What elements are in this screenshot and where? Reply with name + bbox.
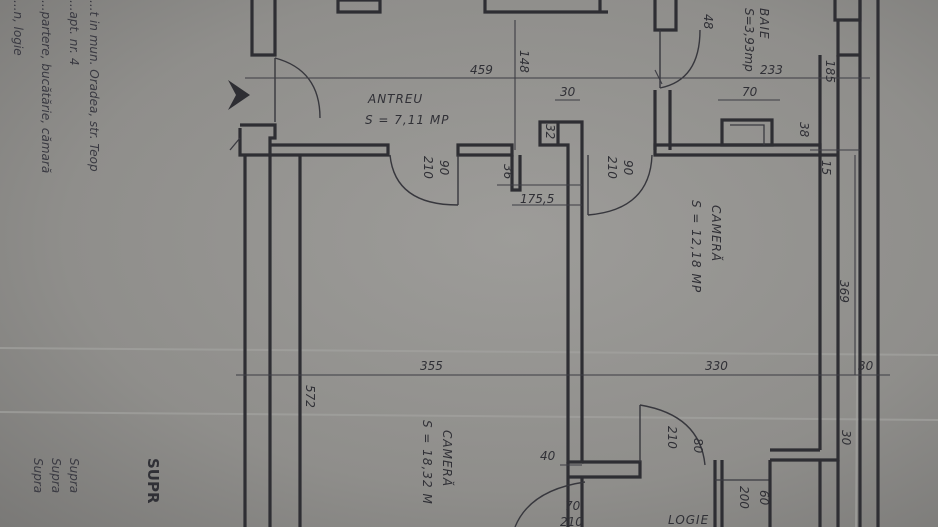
dim-210-bottom: 210 bbox=[560, 515, 583, 527]
door2-width: 90 bbox=[621, 160, 635, 176]
paper-fold bbox=[0, 347, 938, 356]
room-antreu-area: S = 7,11 MP bbox=[365, 113, 449, 127]
dim-330: 330 bbox=[705, 359, 728, 373]
dim-60: 60 bbox=[757, 490, 771, 506]
dim-36: 36 bbox=[501, 164, 515, 180]
room-camera2-area: S = 18,32 M bbox=[420, 420, 434, 505]
dim-70-bottom: 70 bbox=[565, 499, 581, 513]
door3-height: 210 bbox=[665, 426, 679, 449]
room-logie-name: LOGIE bbox=[668, 513, 709, 527]
dim-200: 200 bbox=[737, 486, 751, 509]
side-note-2: Supra bbox=[49, 458, 63, 493]
entry-arrow-icon bbox=[228, 80, 250, 110]
title-fragment: SUPR bbox=[144, 458, 162, 504]
dim-70-top: 70 bbox=[742, 85, 758, 99]
dim-175-5: 175,5 bbox=[520, 192, 554, 206]
dim-369: 369 bbox=[837, 280, 851, 303]
walls bbox=[238, 0, 880, 527]
room-camera1-name: CAMERĂ bbox=[709, 205, 724, 262]
room-baie-area: S=3,93mp bbox=[742, 8, 756, 72]
side-note-1: Supra bbox=[67, 458, 81, 493]
note-line-1: ...t in mun. Oradea, str. Teop bbox=[87, 0, 101, 172]
dim-32: 32 bbox=[543, 124, 557, 139]
door1-width: 90 bbox=[437, 160, 451, 176]
dim-15: 15 bbox=[819, 160, 833, 175]
door3-width: 80 bbox=[691, 438, 705, 454]
room-camera2-name: CAMERĂ bbox=[440, 430, 455, 487]
dim-148: 148 bbox=[517, 50, 531, 73]
dim-233: 233 bbox=[760, 63, 783, 77]
room-antreu-name: ANTREU bbox=[367, 92, 423, 106]
dim-185: 185 bbox=[823, 60, 837, 83]
dim-459: 459 bbox=[470, 63, 493, 77]
dim-38: 38 bbox=[797, 122, 811, 138]
dim-40: 40 bbox=[540, 449, 556, 463]
note-line-4: ...n, logie bbox=[11, 0, 25, 56]
room-camera1-area: S = 12,18 MP bbox=[689, 200, 703, 293]
dim-30-right: 30 bbox=[858, 359, 874, 373]
dim-48: 48 bbox=[701, 14, 715, 30]
dim-30-top: 30 bbox=[560, 85, 576, 99]
dim-30-lower: 30 bbox=[839, 430, 853, 446]
room-baie-name: BAIE bbox=[757, 8, 771, 40]
dim-572: 572 bbox=[303, 385, 317, 408]
side-note-3: Supra bbox=[31, 458, 45, 493]
door1-height: 210 bbox=[421, 156, 435, 179]
dimension-lines bbox=[236, 20, 890, 466]
note-line-3: ...partere, bucătărie, cămară bbox=[39, 0, 53, 173]
dim-355: 355 bbox=[420, 359, 443, 373]
doors bbox=[229, 29, 706, 527]
note-line-2: ...apt. nr. 4 bbox=[67, 0, 81, 65]
door2-height: 210 bbox=[605, 156, 619, 179]
paper-fold bbox=[0, 411, 938, 421]
